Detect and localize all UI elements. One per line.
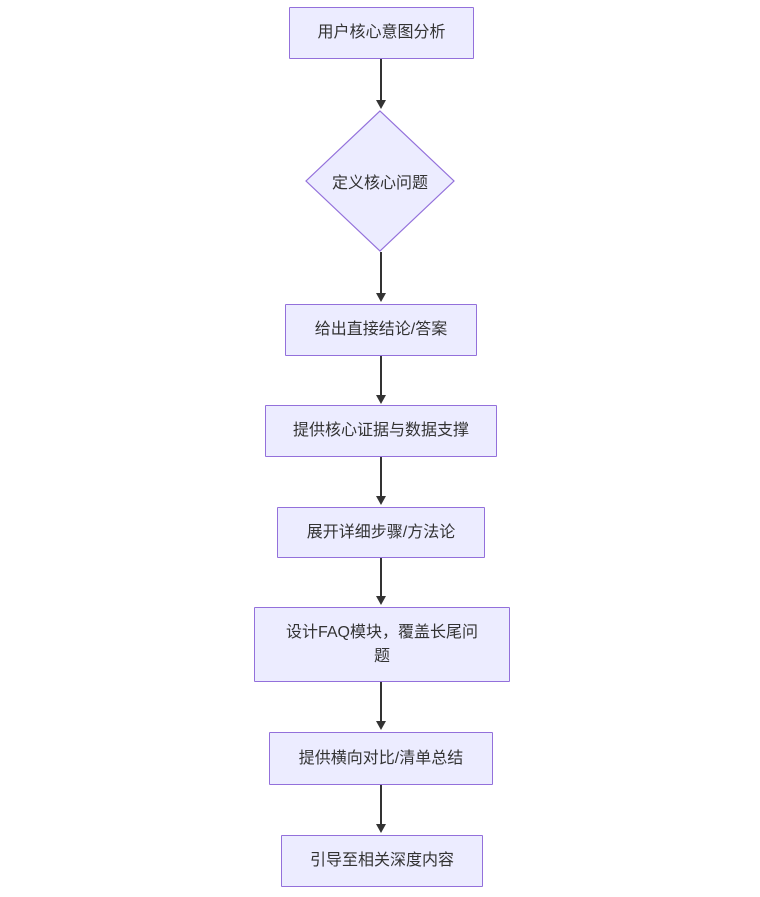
flow-node-comparison-checklist: 提供横向对比/清单总结	[269, 732, 493, 785]
edge-line	[380, 356, 382, 395]
edge-arrow	[376, 682, 386, 730]
arrowhead-down-icon	[376, 496, 386, 505]
arrowhead-down-icon	[376, 293, 386, 302]
edge-line	[380, 59, 382, 100]
edge-arrow	[376, 457, 386, 505]
flow-node-define-core-question: 定义核心问题	[305, 110, 455, 252]
node-label: 提供横向对比/清单总结	[298, 749, 464, 767]
edge-arrow	[376, 785, 386, 833]
flow-node-guide-deep-content: 引导至相关深度内容	[281, 835, 483, 887]
edge-arrow	[376, 252, 386, 302]
flow-node-user-intent-analysis: 用户核心意图分析	[289, 7, 474, 59]
node-label: 设计FAQ模块，覆盖长尾问题	[285, 624, 478, 665]
node-label: 用户核心意图分析	[317, 24, 446, 42]
node-label: 给出直接结论/答案	[314, 321, 448, 339]
node-label: 引导至相关深度内容	[309, 852, 454, 870]
edge-line	[380, 457, 382, 496]
flow-node-faq-module: 设计FAQ模块，覆盖长尾问题	[254, 607, 510, 682]
flow-node-direct-conclusion: 给出直接结论/答案	[285, 304, 477, 356]
edge-line	[380, 785, 382, 824]
flow-node-core-evidence-data: 提供核心证据与数据支撑	[265, 405, 497, 457]
arrowhead-down-icon	[376, 721, 386, 730]
arrowhead-down-icon	[376, 596, 386, 605]
node-label: 展开详细步骤/方法论	[306, 523, 456, 541]
node-label: 定义核心问题	[331, 175, 428, 192]
arrowhead-down-icon	[376, 395, 386, 404]
node-label: 提供核心证据与数据支撑	[292, 422, 469, 440]
arrowhead-down-icon	[376, 100, 386, 109]
flow-node-detailed-steps: 展开详细步骤/方法论	[277, 507, 485, 558]
edge-arrow	[376, 59, 386, 109]
arrowhead-down-icon	[376, 824, 386, 833]
diamond-shape	[305, 110, 455, 252]
edge-arrow	[376, 558, 386, 605]
edge-line	[380, 252, 382, 293]
edge-line	[380, 558, 382, 596]
edge-arrow	[376, 356, 386, 404]
edge-line	[380, 682, 382, 721]
